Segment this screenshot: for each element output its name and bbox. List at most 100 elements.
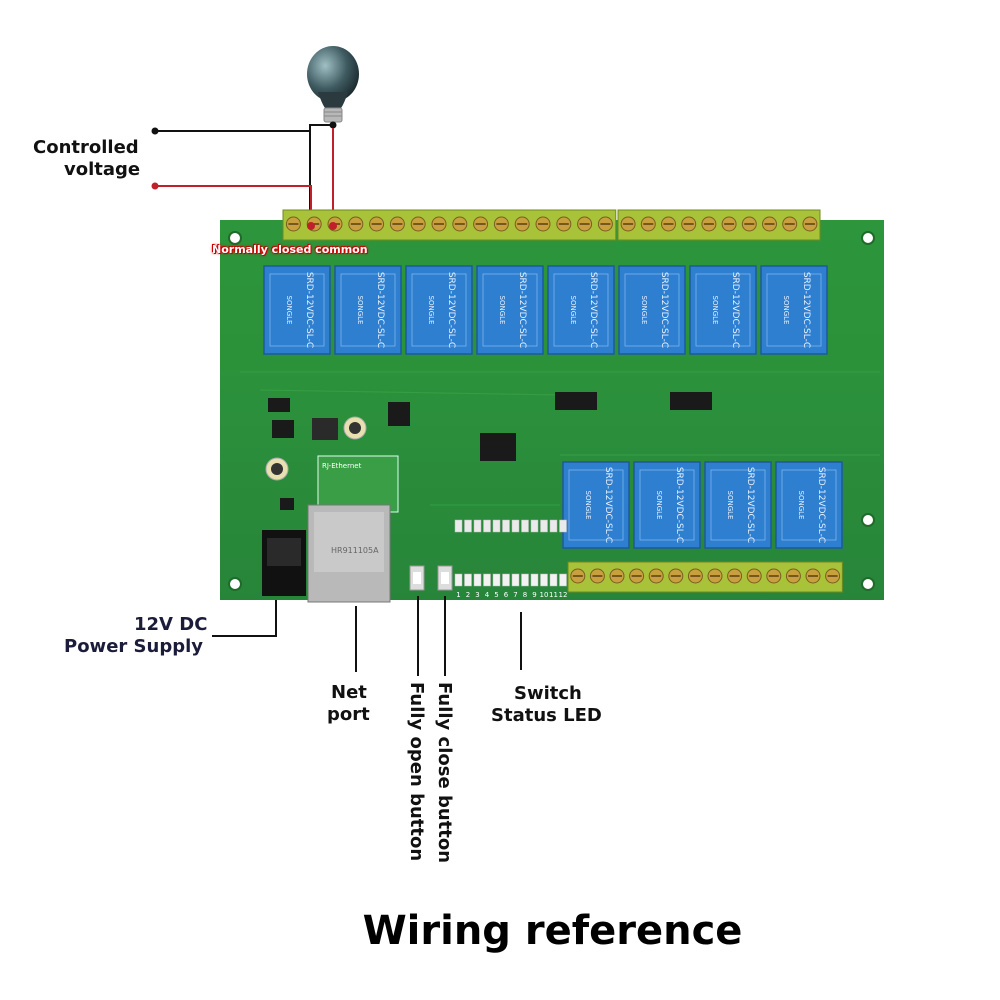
push-buttons <box>409 565 453 591</box>
relay-marking: SRD-12VDC-SL-C <box>659 272 669 348</box>
top-terminal-screw <box>741 216 757 232</box>
status-led <box>473 573 482 587</box>
led-number: 8 <box>523 591 527 599</box>
bottom-terminal-screw <box>707 568 723 584</box>
relay-brand: SONGLE <box>285 296 293 325</box>
relay: SRD-12VDC-SL-C SONGLE <box>704 461 772 549</box>
resistor <box>549 519 558 533</box>
controlled-voltage-label-2: voltage <box>64 159 141 180</box>
relay-brand: SONGLE <box>726 491 734 520</box>
bottom-terminal-screw <box>609 568 625 584</box>
resistor <box>559 519 567 533</box>
top-terminal-screw <box>473 216 489 232</box>
top-terminal-screw <box>681 216 697 232</box>
relay: SRD-12VDC-SL-C SONGLE <box>562 461 630 549</box>
status-led <box>540 573 548 587</box>
status-led <box>511 573 520 587</box>
relay: SRD-12VDC-SL-C SONGLE <box>618 265 686 355</box>
led-number: 3 <box>475 591 479 599</box>
ethernet-module: RJ-Ethernet HR911105A <box>307 455 399 603</box>
module-marking: RJ-Ethernet <box>322 462 362 470</box>
led-number: 5 <box>494 591 498 599</box>
relay-marking: SRD-12VDC-SL-C <box>816 467 826 543</box>
net-port-label-1: Net <box>331 682 367 703</box>
resistor <box>511 519 520 533</box>
top-terminal-screw <box>431 216 447 232</box>
bottom-terminal-screw <box>589 568 605 584</box>
relay-brand: SONGLE <box>782 296 790 325</box>
led-number: 11 <box>549 591 558 599</box>
capacitors <box>265 416 367 481</box>
controlled-voltage-wires <box>151 124 334 224</box>
status-led <box>483 573 491 587</box>
relay: SRD-12VDC-SL-C SONGLE <box>476 265 544 355</box>
status-led <box>521 573 529 587</box>
common-terminal-marker <box>329 222 337 230</box>
diagram-title: Wiring reference <box>362 908 743 954</box>
relay: SRD-12VDC-SL-C SONGLE <box>263 265 331 355</box>
top-terminal-screw <box>410 216 426 232</box>
relay-brand: SONGLE <box>584 491 592 520</box>
status-led <box>530 573 539 587</box>
led-number: 2 <box>466 591 470 599</box>
pointer-lines <box>212 596 522 676</box>
status-led <box>559 573 567 587</box>
relay-brand: SONGLE <box>427 296 435 325</box>
led-number: 12 <box>559 591 568 599</box>
status-led <box>454 573 463 587</box>
top-terminal-screw <box>577 216 593 232</box>
top-terminal-screw <box>369 216 385 232</box>
relay-marking: SRD-12VDC-SL-C <box>730 272 740 348</box>
led-number: 10 <box>540 591 549 599</box>
nc-terminal-marker <box>307 222 315 230</box>
top-terminal-screw <box>620 216 636 232</box>
bottom-terminal-block <box>567 561 843 593</box>
top-terminal-screw <box>721 216 737 232</box>
led-number: 6 <box>504 591 509 599</box>
top-terminal-screw <box>556 216 572 232</box>
status-led <box>492 573 501 587</box>
top-terminal-screw <box>640 216 656 232</box>
relay: SRD-12VDC-SL-C SONGLE <box>775 461 843 549</box>
relay-marking: SRD-12VDC-SL-C <box>517 272 527 348</box>
status-led-label-2: Status LED <box>491 705 602 726</box>
fully-open-button-label: Fully open button <box>406 682 427 862</box>
relay-brand: SONGLE <box>498 296 506 325</box>
bottom-terminal-screw <box>785 568 801 584</box>
relay-brand: SONGLE <box>640 296 648 325</box>
relay-marking: SRD-12VDC-SL-C <box>603 467 613 543</box>
bottom-terminal-screw <box>746 568 762 584</box>
controlled-voltage-label-1: Controlled <box>33 137 139 158</box>
top-terminal-screw <box>514 216 530 232</box>
top-terminal-screw <box>348 216 364 232</box>
resistor <box>454 519 463 533</box>
status-led-label-1: Switch <box>514 683 582 704</box>
relay-brand: SONGLE <box>797 491 805 520</box>
relay-brand: SONGLE <box>655 491 663 520</box>
relay-marking: SRD-12VDC-SL-C <box>745 467 755 543</box>
top-terminal-screw <box>493 216 509 232</box>
power-jack <box>262 530 306 596</box>
bottom-terminal-screw <box>668 568 684 584</box>
power-supply-label-1: 12V DC <box>134 614 208 635</box>
bottom-terminal-screw <box>629 568 645 584</box>
top-terminal-screw <box>535 216 551 232</box>
led-number: 9 <box>532 591 536 599</box>
bottom-terminal-screw <box>805 568 821 584</box>
top-terminal-screw <box>661 216 676 232</box>
ic-chips <box>268 392 712 510</box>
led-number: 4 <box>485 591 490 599</box>
resistor <box>540 519 548 533</box>
status-led <box>549 573 558 587</box>
relay-marking: SRD-12VDC-SL-C <box>304 272 314 348</box>
ethernet-marking: HR911105A <box>331 546 379 555</box>
led-number: 7 <box>513 591 517 599</box>
status-led <box>464 573 472 587</box>
relay-marking: SRD-12VDC-SL-C <box>375 272 385 348</box>
